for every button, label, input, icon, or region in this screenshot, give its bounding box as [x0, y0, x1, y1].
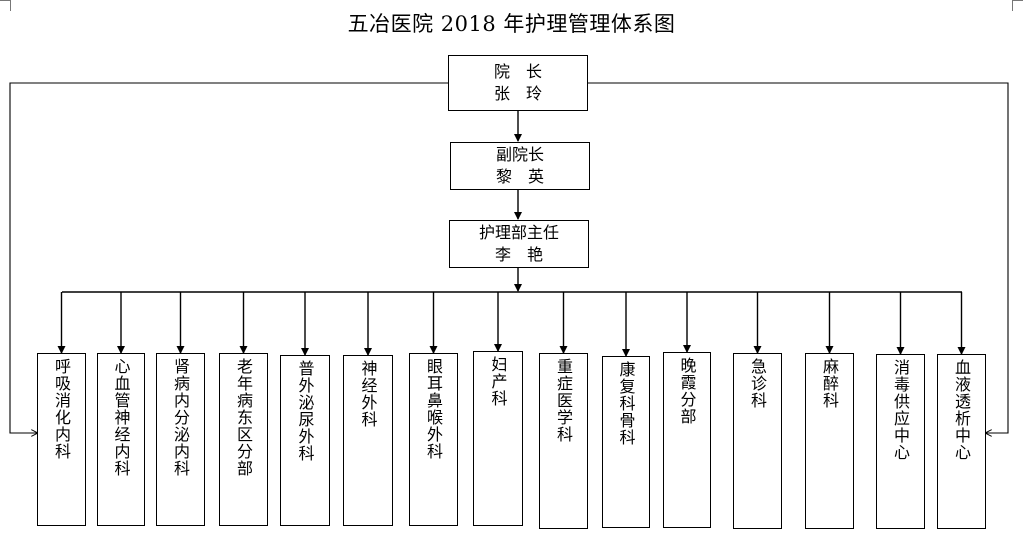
- department-label: 消毒供应中心: [891, 359, 910, 461]
- department-box: 消毒供应中心: [876, 354, 925, 529]
- vice-president-name: 黎 英: [495, 167, 544, 186]
- department-label: 妇产科: [488, 356, 508, 407]
- department-box: 妇产科: [473, 351, 523, 526]
- page-corner-left: [0, 0, 11, 11]
- president-name: 张 玲: [493, 84, 542, 103]
- chart-title: 五冶医院 2018 年护理管理体系图: [347, 12, 676, 36]
- department-box: 血液透析中心: [937, 354, 986, 529]
- nursing-director-name: 李 艳: [494, 245, 543, 264]
- department-label: 康复科骨科: [616, 361, 636, 446]
- department-box: 肾病内分泌内科: [156, 353, 205, 526]
- nursing-director-box: 护理部主任 李 艳: [449, 220, 589, 268]
- vice-president-box: 副院长 黎 英: [450, 142, 590, 190]
- department-label: 血液透析中心: [952, 359, 971, 461]
- page-corner-right: [1012, 0, 1023, 11]
- department-box: 康复科骨科: [602, 356, 650, 528]
- department-label: 普外泌尿外科: [295, 360, 315, 462]
- department-box: 老年病东区分部: [219, 353, 268, 526]
- department-label: 麻醉科: [820, 358, 839, 409]
- president-role: 院 长: [493, 62, 542, 81]
- department-label: 呼吸消化内科: [52, 358, 71, 460]
- department-label: 心血管神经内科: [111, 358, 131, 477]
- department-drops: [57, 292, 966, 357]
- department-label: 肾病内分泌内科: [171, 358, 190, 477]
- department-label: 眼耳鼻喉外科: [424, 358, 443, 460]
- department-box: 麻醉科: [805, 353, 854, 529]
- department-label: 神经外科: [358, 360, 378, 428]
- department-box: 重症医学科: [539, 353, 588, 529]
- department-label: 重症医学科: [554, 358, 573, 443]
- department-label: 晚霞分部: [677, 357, 697, 425]
- department-box: 急诊科: [733, 353, 782, 529]
- president-box: 院 长 张 玲: [448, 55, 588, 111]
- department-box: 晚霞分部: [663, 352, 711, 528]
- nursing-director-role: 护理部主任: [478, 223, 559, 242]
- link-president-left: [9, 82, 448, 433]
- department-label: 急诊科: [748, 358, 767, 409]
- department-box: 心血管神经内科: [97, 353, 145, 526]
- department-box: 普外泌尿外科: [280, 355, 330, 526]
- link-president-right: [588, 82, 1009, 433]
- department-box: 神经外科: [343, 355, 393, 526]
- department-label: 老年病东区分部: [234, 358, 253, 477]
- vice-president-role: 副院长: [495, 145, 544, 164]
- department-box: 眼耳鼻喉外科: [409, 353, 458, 526]
- department-box: 呼吸消化内科: [37, 353, 86, 526]
